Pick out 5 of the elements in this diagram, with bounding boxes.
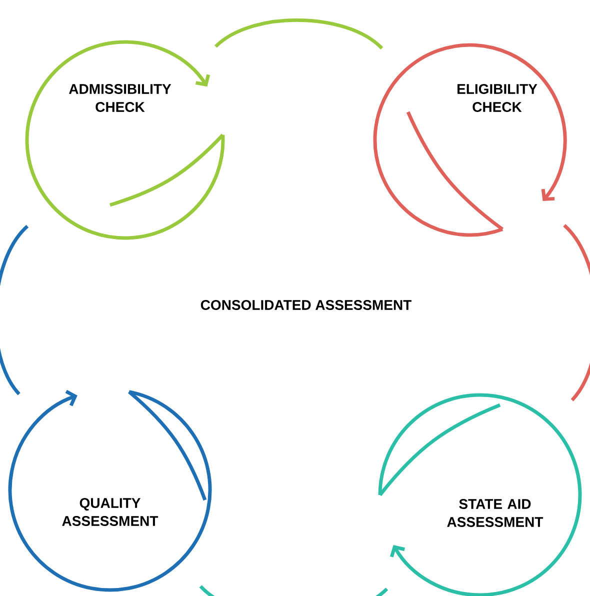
center-label: CONSOLIDATED ASSESSMENT	[200, 300, 412, 310]
arc-connector	[563, 224, 590, 402]
arc-connector	[199, 585, 388, 596]
arc-connector	[214, 18, 384, 50]
arc-connector	[0, 225, 29, 396]
